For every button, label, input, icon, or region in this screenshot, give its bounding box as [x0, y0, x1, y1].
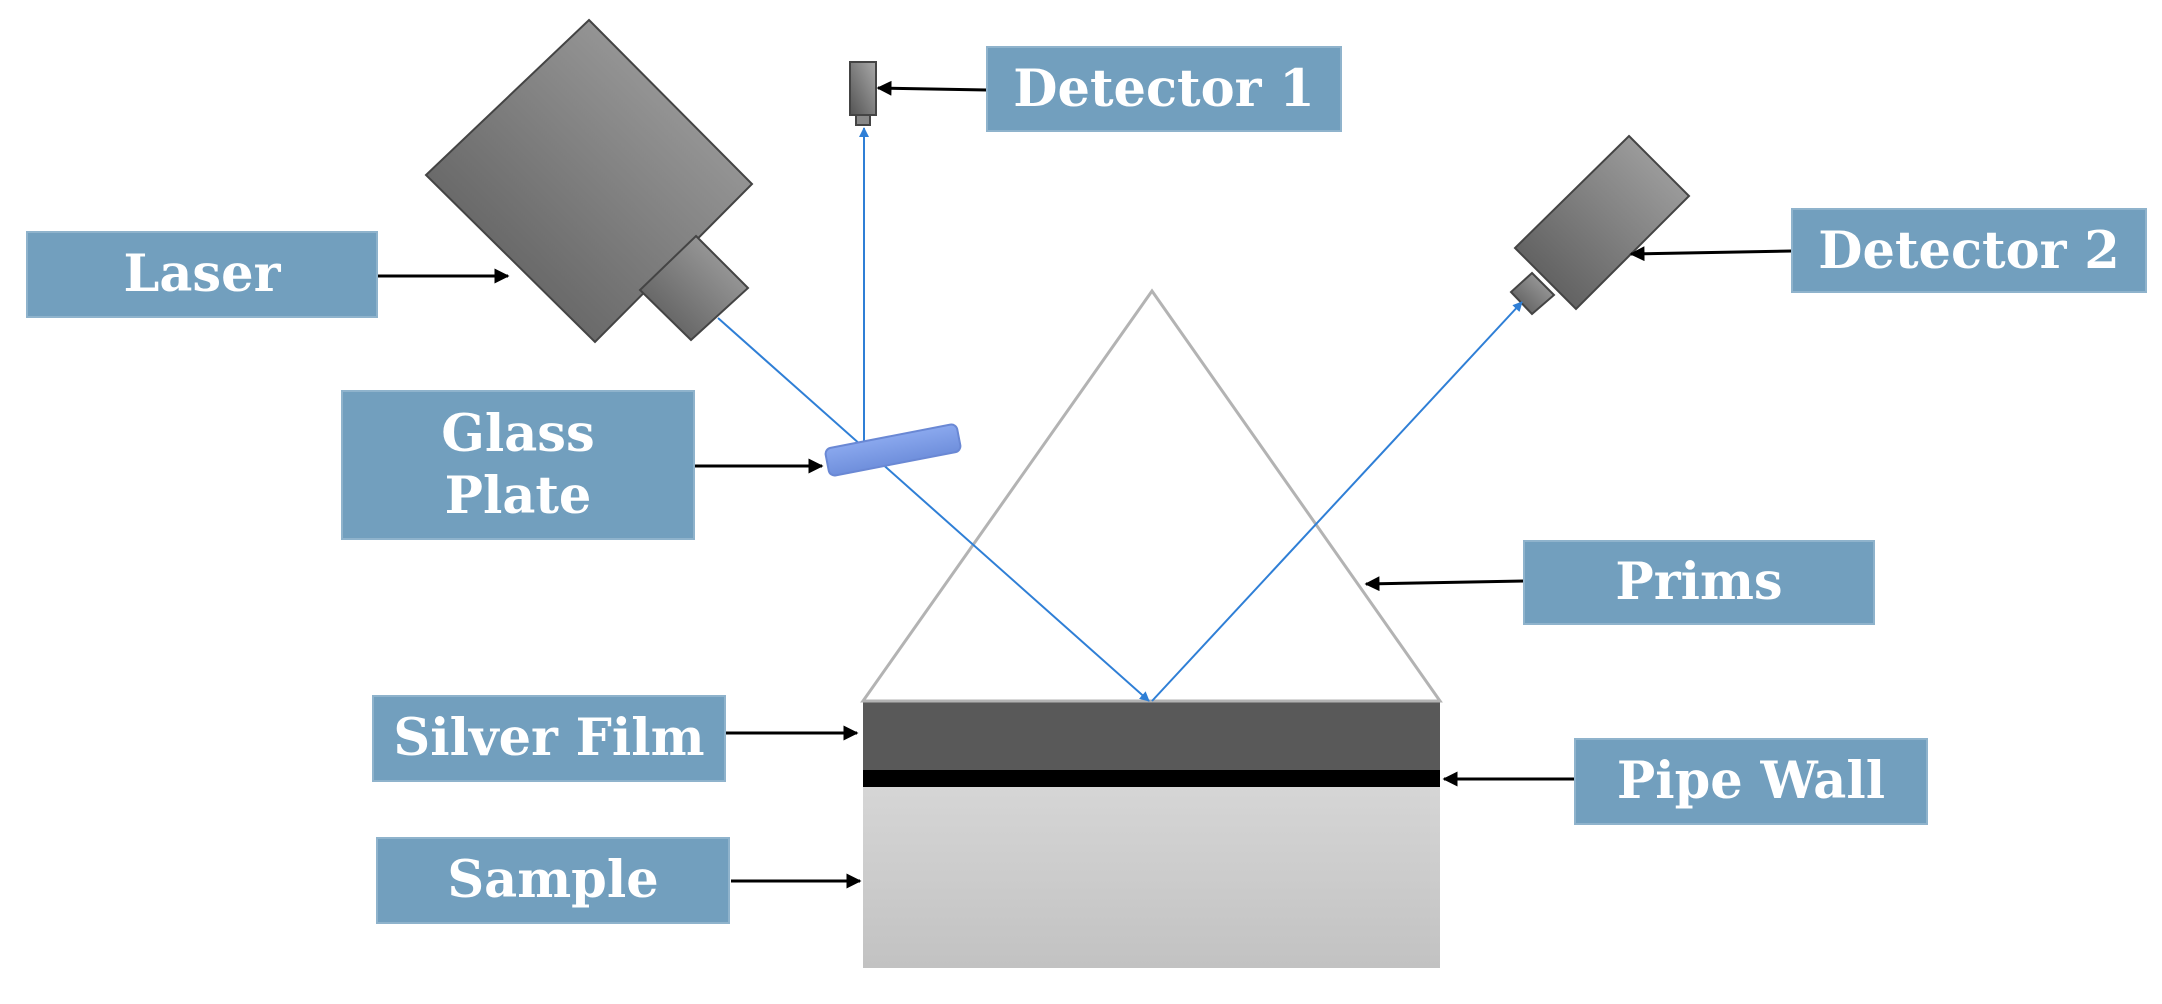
detector-2-device: [1509, 134, 1691, 316]
silver-film-layer: [863, 701, 1440, 770]
label-sample-text: Sample: [447, 850, 658, 910]
arrow-prism: [1364, 576, 1525, 592]
prism-shape: [860, 288, 1443, 703]
label-sample: Sample: [376, 837, 730, 924]
label-laser-text: Laser: [124, 244, 282, 304]
reflected-beam: [1151, 301, 1523, 702]
label-glass-plate-text-line1: Glass: [441, 404, 594, 464]
label-silver-film: Silver Film: [372, 695, 726, 782]
light-beams: [717, 127, 1523, 702]
sample-block: [863, 784, 1440, 968]
label-prism: Prims: [1523, 540, 1875, 625]
pointer-arrows: [377, 80, 1793, 889]
label-pipe-wall: Pipe Wall: [1574, 738, 1928, 825]
label-detector-1: Detector 1: [986, 46, 1342, 132]
detector-1-device: [849, 61, 877, 126]
label-detector-2: Detector 2: [1791, 208, 2147, 293]
glass-plate: [824, 423, 962, 477]
label-prism-text: Prims: [1615, 552, 1782, 612]
arrow-detector-1: [876, 80, 988, 96]
label-silver-film-text: Silver Film: [393, 708, 704, 768]
label-glass-plate: Glass Plate: [341, 390, 695, 540]
laser-device: [424, 18, 754, 344]
incident-beam: [717, 317, 1150, 702]
label-detector-2-text: Detector 2: [1818, 221, 2119, 281]
label-pipe-wall-text: Pipe Wall: [1617, 751, 1885, 811]
pipe-wall-layer: [863, 770, 1440, 787]
arrow-detector-2: [1629, 246, 1793, 262]
label-laser: Laser: [26, 231, 378, 318]
label-glass-plate-text-line2: Plate: [445, 466, 592, 526]
label-detector-1-text: Detector 1: [1013, 59, 1314, 119]
